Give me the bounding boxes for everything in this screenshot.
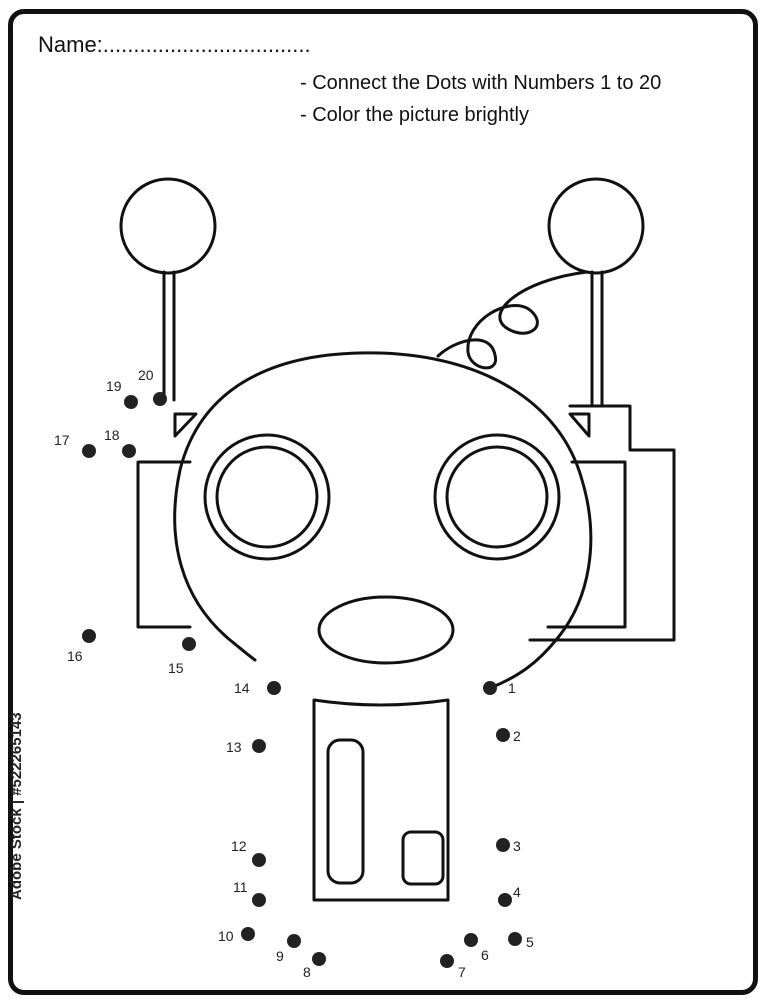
robot-head	[173, 351, 593, 690]
dot-label-2: 2	[513, 728, 521, 744]
dot-label-18: 18	[104, 427, 120, 443]
left-ear-block	[136, 460, 192, 629]
dot-10	[241, 927, 255, 941]
right-eye-inner	[445, 445, 549, 549]
dot-label-14: 14	[234, 680, 250, 696]
dot-label-16: 16	[67, 648, 83, 664]
dot-13	[252, 739, 266, 753]
dot-label-9: 9	[276, 948, 284, 964]
antenna-spring	[436, 270, 589, 370]
robot-body	[312, 698, 450, 902]
dot-6	[464, 933, 478, 947]
dot-label-7: 7	[458, 964, 466, 980]
dot-12	[252, 853, 266, 867]
robot-mouth	[317, 595, 455, 665]
dot-18	[122, 444, 136, 458]
body-slot	[326, 738, 365, 885]
left-antenna-stem	[162, 270, 176, 402]
dot-label-1: 1	[508, 680, 516, 696]
right-antenna-ball	[547, 177, 645, 275]
dot-2	[496, 728, 510, 742]
dot-4	[498, 893, 512, 907]
dot-label-8: 8	[303, 964, 311, 980]
dot-label-19: 19	[106, 378, 122, 394]
dot-label-15: 15	[168, 660, 184, 676]
instruction-color-picture: - Color the picture brightly	[300, 104, 529, 126]
right-antenna-stem	[590, 270, 604, 408]
body-button	[401, 830, 445, 886]
name-field-label: Name:..................................	[38, 32, 311, 57]
left-eye-inner	[215, 445, 319, 549]
back-panel	[528, 404, 676, 642]
dot-label-12: 12	[231, 838, 247, 854]
dot-14	[267, 681, 281, 695]
dot-8	[312, 952, 326, 966]
dot-label-13: 13	[226, 739, 242, 755]
right-ear-tab	[568, 412, 591, 438]
dot-15	[182, 637, 196, 651]
dot-label-4: 4	[513, 884, 521, 900]
dot-5	[508, 932, 522, 946]
left-antenna-ball	[119, 177, 217, 275]
dot-9	[287, 934, 301, 948]
robot-outline	[119, 177, 676, 902]
right-eye-outer	[433, 433, 561, 561]
right-ear-block	[546, 460, 627, 629]
dot-7	[440, 954, 454, 968]
dot-20	[153, 392, 167, 406]
dot-3	[496, 838, 510, 852]
left-eye-outer	[203, 433, 331, 561]
dot-label-3: 3	[513, 838, 521, 854]
dot-19	[124, 395, 138, 409]
dot-1	[483, 681, 497, 695]
dot-label-5: 5	[526, 934, 534, 950]
dot-label-20: 20	[138, 367, 154, 383]
instruction-connect-dots: - Connect the Dots with Numbers 1 to 20	[300, 72, 662, 94]
dot-11	[252, 893, 266, 907]
worksheet-frame	[8, 9, 758, 995]
dot-label-10: 10	[218, 928, 234, 944]
dot-16	[82, 629, 96, 643]
dot-label-17: 17	[54, 432, 70, 448]
left-ear-tab	[173, 412, 198, 438]
dot-17	[82, 444, 96, 458]
dot-label-11: 11	[233, 879, 248, 895]
dot-label-6: 6	[481, 947, 489, 963]
